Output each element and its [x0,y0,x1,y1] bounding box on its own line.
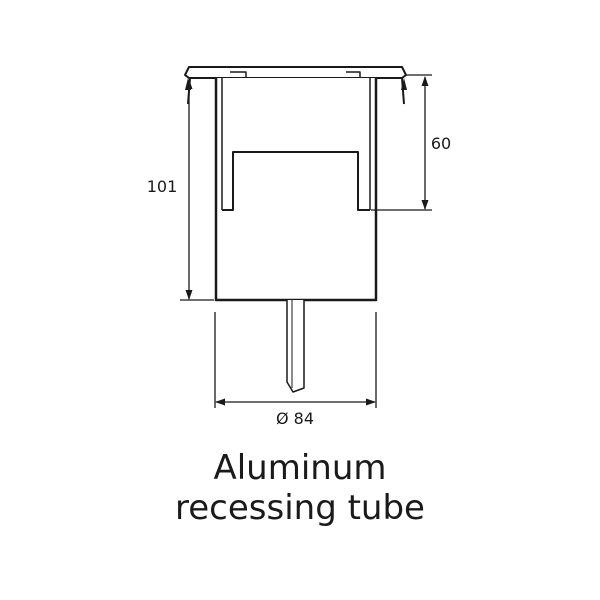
inner-insert [222,151,370,211]
caption: Aluminum recessing tube [0,448,600,528]
cable [286,300,305,393]
top-flange [184,66,407,79]
caption-line-2: recessing tube [175,488,425,528]
dimension-lines [180,74,432,408]
caption-line-1: Aluminum [213,448,387,488]
right-lug-arrow [401,78,407,90]
tube-outline [214,78,378,302]
dim-60-label: 60 [431,134,451,153]
dim-101-label: 101 [147,177,178,196]
recessing-tube-body [184,66,407,393]
right-spring-lug [401,77,405,105]
dim-84-label: Ø 84 [276,409,314,428]
